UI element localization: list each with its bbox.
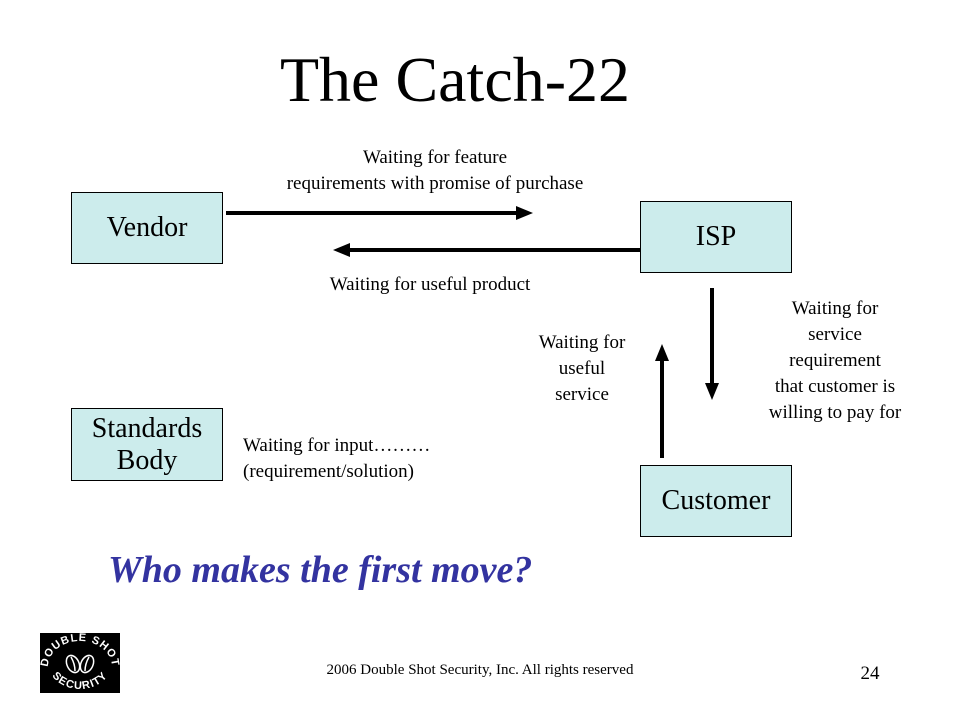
isp-box: ISP [640, 201, 792, 273]
standards-body-label-line-2: Body [116, 444, 178, 476]
standards-body-caption: Waiting for input……… (requirement/soluti… [243, 435, 431, 482]
arrow-vendor-to-isp [226, 206, 533, 220]
question-text: Who makes the first move? [108, 549, 533, 591]
slide-title: The Catch-22 [279, 44, 631, 115]
isp-to-customer-caption: Waiting for service requirement that cus… [768, 298, 902, 423]
svg-text:DOUBLE SHOT: DOUBLE SHOT [40, 633, 120, 668]
double-shot-logo: DOUBLE SHOT SECURITY [39, 632, 120, 693]
logo-art: DOUBLE SHOT SECURITY [39, 632, 120, 692]
copyright-footer: 2006 Double Shot Security, Inc. All righ… [326, 662, 634, 678]
arrow-isp-to-vendor [333, 243, 640, 257]
customer-label: Customer [661, 485, 771, 516]
svg-text:SECURITY: SECURITY [50, 670, 111, 692]
arrow-customer-to-isp [655, 344, 669, 458]
isp-label: ISP [695, 221, 737, 252]
isp-to-vendor-caption: Waiting for useful product [329, 274, 531, 295]
vendor-label: Vendor [106, 212, 188, 243]
vendor-to-isp-caption: Waiting for feature requirements with pr… [286, 147, 584, 194]
customer-box: Customer [640, 465, 792, 537]
arrow-isp-to-customer [705, 288, 719, 400]
coffee-bean-icon [65, 654, 95, 674]
customer-to-isp-caption: Waiting for useful service [538, 332, 626, 405]
page-number: 24 [860, 663, 880, 684]
standards-body-label-line-1: Standards [91, 412, 203, 444]
vendor-box: Vendor [71, 192, 223, 264]
standards-body-box: Standards Body [71, 408, 223, 481]
